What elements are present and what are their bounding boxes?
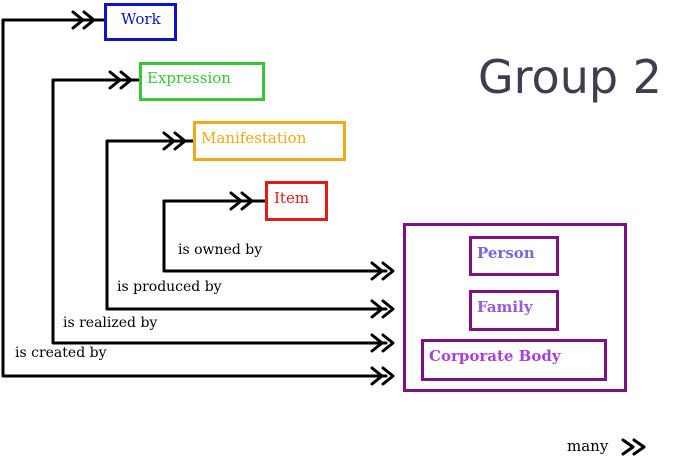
created-line <box>1 18 388 378</box>
arrowhead-expression <box>108 70 133 90</box>
arrowhead-item <box>229 191 254 211</box>
item-box: Item <box>265 181 328 221</box>
manifestation-box: Manifestation <box>193 121 346 161</box>
corporate-body-box: Corporate Body <box>421 339 607 381</box>
owned-by-label: is owned by <box>178 242 263 258</box>
legend-label: many <box>567 437 609 455</box>
manifestation-label: Manifestation <box>201 129 307 147</box>
realized-line <box>51 78 388 345</box>
arrowhead-created <box>370 366 395 386</box>
produced-line <box>105 139 388 311</box>
corporate-body-label: Corporate Body <box>429 347 561 365</box>
expression-label: Expression <box>147 69 231 87</box>
family-label: Family <box>477 298 533 316</box>
person-box: Person <box>469 236 559 276</box>
arrowhead-manifestation <box>162 131 187 151</box>
produced-by-label: is produced by <box>117 279 222 295</box>
arrowhead-produced <box>370 299 395 319</box>
person-label: Person <box>477 244 535 262</box>
item-label: Item <box>274 189 310 207</box>
legend-arrow-icon <box>621 438 646 456</box>
owned-line <box>162 199 388 273</box>
work-label: Work <box>121 10 161 28</box>
expression-box: Expression <box>139 62 265 101</box>
realized-by-label: is realized by <box>63 315 158 331</box>
arrowhead-owned <box>370 261 395 281</box>
family-box: Family <box>469 290 559 331</box>
work-box: Work <box>104 3 177 41</box>
group-title: Group 2 <box>478 50 662 104</box>
created-by-label: is created by <box>15 345 107 361</box>
group2-container: Person Family Corporate Body <box>403 223 627 392</box>
arrowhead-work <box>71 10 96 30</box>
arrowhead-realized <box>370 333 395 353</box>
